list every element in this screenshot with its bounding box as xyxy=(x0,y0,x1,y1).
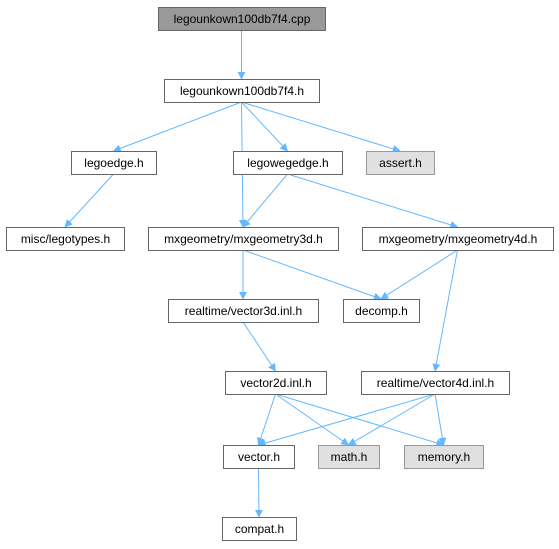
node-label: mxgeometry/mxgeometry3d.h xyxy=(164,232,323,246)
node-label: realtime/vector4d.inl.h xyxy=(377,376,494,390)
node-box xyxy=(361,371,510,395)
node-box xyxy=(318,445,380,469)
node-box xyxy=(223,445,295,469)
node-assert-h: assert.h xyxy=(366,151,435,175)
node-label: realtime/vector3d.inl.h xyxy=(185,304,302,318)
node-box xyxy=(158,7,326,31)
node-math-h: math.h xyxy=(318,445,380,469)
edge-n8-to-n10 xyxy=(242,321,276,372)
node-legowegedge-h[interactable]: legowegedge.h xyxy=(233,151,343,175)
node-misc-legotypes-h[interactable]: misc/legotypes.h xyxy=(6,227,125,251)
edge-n2-to-n5 xyxy=(64,173,114,228)
edge-n10-to-n12 xyxy=(256,393,276,446)
node-box xyxy=(366,151,435,175)
nodes-layer: legounkown100db7f4.cpp legounkown100db7f4… xyxy=(6,7,554,541)
node-box xyxy=(343,299,420,323)
node-legoedge-h[interactable]: legoedge.h xyxy=(71,151,157,175)
node-compat-h[interactable]: compat.h xyxy=(222,517,297,541)
node-decomp-h[interactable]: decomp.h xyxy=(343,299,420,323)
node-box xyxy=(222,517,297,541)
node-box xyxy=(168,299,319,323)
node-label: vector2d.inl.h xyxy=(240,376,311,390)
node-label: mxgeometry/mxgeometry4d.h xyxy=(379,232,538,246)
node-legounkown100db7f4-h[interactable]: legounkown100db7f4.h xyxy=(164,79,320,103)
node-label: decomp.h xyxy=(355,304,408,318)
node-realtime-vector3d-inl-h[interactable]: realtime/vector3d.inl.h xyxy=(168,299,319,323)
edges-layer xyxy=(64,30,459,518)
node-realtime-vector4d-inl-h[interactable]: realtime/vector4d.inl.h xyxy=(361,371,510,395)
node-vector-h[interactable]: vector.h xyxy=(223,445,295,469)
node-label: legowegedge.h xyxy=(247,156,328,170)
edge-n12-to-n15 xyxy=(254,467,263,518)
edge-n10-to-n13 xyxy=(275,393,350,446)
node-label: legounkown100db7f4.h xyxy=(180,84,304,98)
node-box xyxy=(233,151,343,175)
node-legounkown100db7f4-cpp[interactable]: legounkown100db7f4.cpp xyxy=(158,7,326,31)
edge-n10-to-n14 xyxy=(275,393,445,447)
node-label: vector.h xyxy=(238,450,280,464)
node-label: compat.h xyxy=(235,522,284,536)
node-label: legounkown100db7f4.cpp xyxy=(174,12,311,26)
node-box xyxy=(164,79,320,103)
edge-n3-to-n7 xyxy=(287,173,459,229)
edge-n1-to-n4 xyxy=(241,101,401,153)
edge-n11-to-n12 xyxy=(257,393,436,447)
node-label: memory.h xyxy=(418,450,470,464)
node-label: legoedge.h xyxy=(84,156,143,170)
node-box xyxy=(404,445,484,469)
node-label: math.h xyxy=(331,450,368,464)
edge-n7-to-n9 xyxy=(380,249,458,300)
node-box xyxy=(148,227,339,251)
node-box xyxy=(71,151,157,175)
node-vector2d-inl-h[interactable]: vector2d.inl.h xyxy=(225,371,327,395)
node-mxgeometry-mxgeometry4d-h[interactable]: mxgeometry/mxgeometry4d.h xyxy=(362,227,554,251)
node-label: assert.h xyxy=(379,156,422,170)
edge-n7-to-n11 xyxy=(432,249,458,372)
edge-n6-to-n9 xyxy=(242,249,382,301)
node-memory-h: memory.h xyxy=(404,445,484,469)
edge-n11-to-n14 xyxy=(434,393,447,446)
node-mxgeometry-mxgeometry3d-h[interactable]: mxgeometry/mxgeometry3d.h xyxy=(148,227,339,251)
node-box xyxy=(225,371,327,395)
node-label: misc/legotypes.h xyxy=(21,232,110,246)
edge-n11-to-n13 xyxy=(347,393,436,446)
node-box xyxy=(362,227,554,251)
edge-n3-to-n6 xyxy=(242,173,288,228)
node-box xyxy=(6,227,125,251)
edge-n1-to-n3 xyxy=(241,101,289,152)
edge-n1-to-n2 xyxy=(112,101,242,153)
